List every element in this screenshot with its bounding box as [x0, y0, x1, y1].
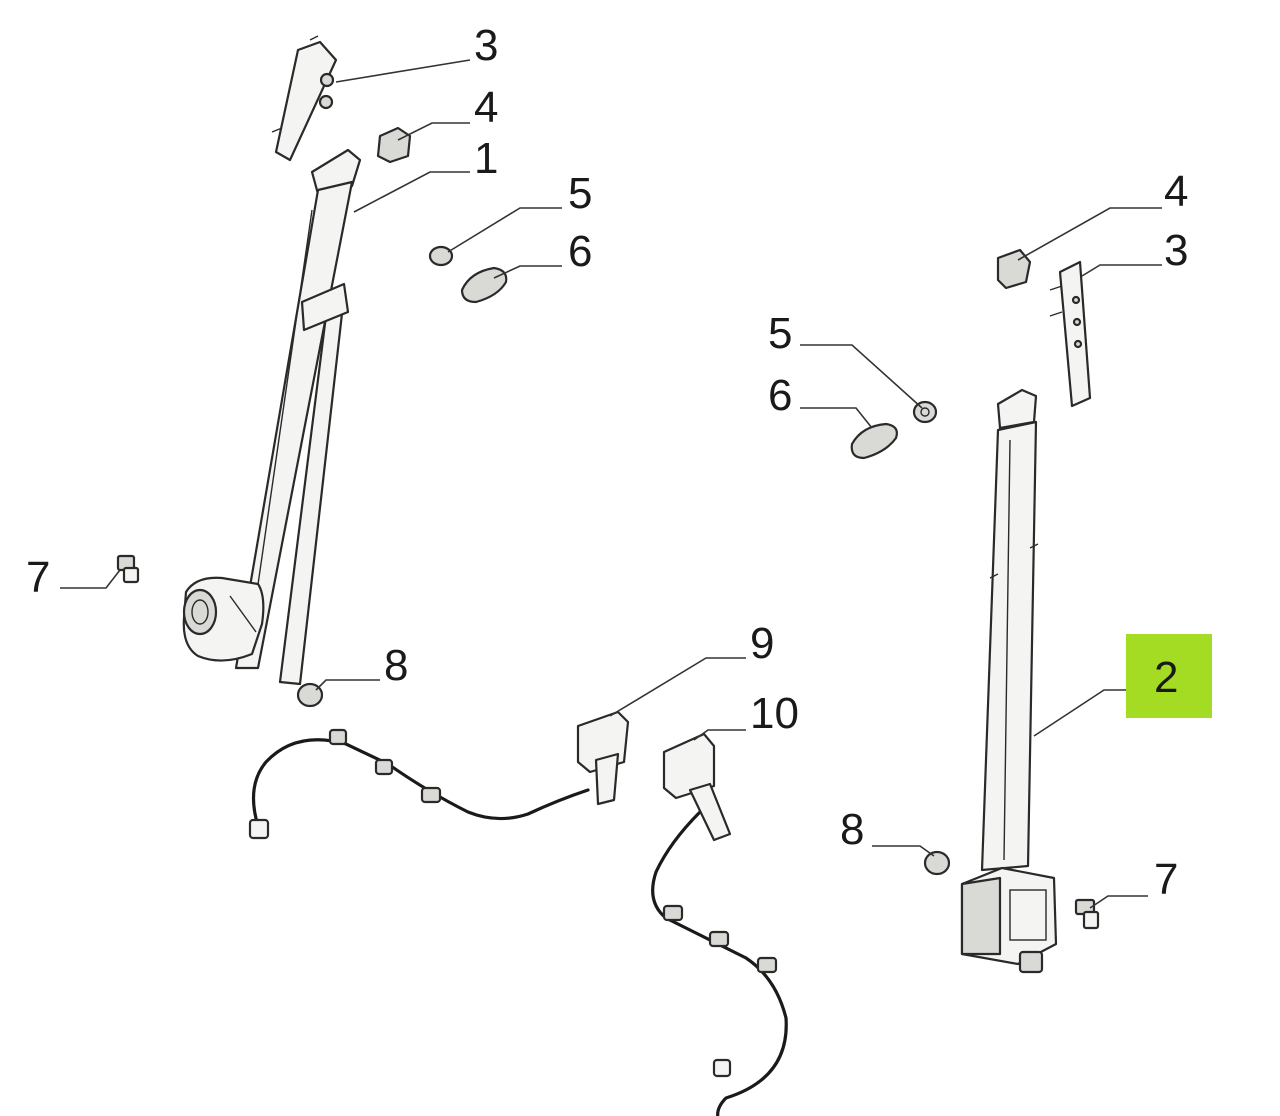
callout-mid-6[interactable]: 6 — [768, 371, 792, 420]
left-height-adjuster-rail — [271, 35, 338, 162]
right-guide-cap — [996, 248, 1032, 290]
right-belt-webbing — [980, 388, 1039, 872]
right-seat-belt-assembly — [923, 248, 1100, 974]
highlight-box — [1126, 634, 1212, 718]
callout-left-4[interactable]: 4 — [474, 83, 498, 132]
callout-numbers[interactable]: 3 4 1 5 6 7 8 9 10 4 3 5 6 2 8 7 — [26, 21, 1188, 904]
mid-grommet — [912, 400, 938, 424]
callout-left-8[interactable]: 8 — [384, 641, 408, 690]
right-belt-retractor — [960, 866, 1058, 974]
callout-left-5[interactable]: 5 — [568, 169, 592, 218]
callout-left-3[interactable]: 3 — [474, 21, 498, 70]
right-anchor-bolt — [1074, 898, 1100, 930]
callout-right-8[interactable]: 8 — [840, 805, 864, 854]
callout-left-1[interactable]: 1 — [474, 134, 498, 183]
mid-trim-cover — [850, 422, 898, 460]
left-grommet — [428, 245, 454, 267]
buckle-assembly-10 — [651, 732, 788, 1116]
right-bolt-cap — [923, 850, 951, 876]
callout-buckle-10[interactable]: 10 — [750, 689, 799, 738]
callout-right-3[interactable]: 3 — [1164, 226, 1188, 275]
left-seat-belt-assembly — [116, 35, 508, 708]
leader-lines — [60, 59, 1162, 909]
buckle-assembly-9 — [248, 710, 630, 840]
left-guide-cap — [376, 126, 412, 164]
left-anchor-bolt — [116, 554, 140, 584]
callout-right-4[interactable]: 4 — [1164, 167, 1188, 216]
left-belt-retractor — [182, 576, 265, 662]
left-trim-cover — [460, 266, 508, 304]
callout-right-7[interactable]: 7 — [1154, 855, 1178, 904]
left-belt-webbing — [234, 148, 362, 686]
callout-right-2[interactable]: 2 — [1154, 653, 1178, 702]
callout-left-7[interactable]: 7 — [26, 553, 50, 602]
right-height-adjuster-rail — [1049, 260, 1092, 408]
callout-buckle-9[interactable]: 9 — [750, 619, 774, 668]
callout-mid-5[interactable]: 5 — [768, 309, 792, 358]
callout-left-6[interactable]: 6 — [568, 227, 592, 276]
middle-small-parts — [850, 400, 938, 460]
